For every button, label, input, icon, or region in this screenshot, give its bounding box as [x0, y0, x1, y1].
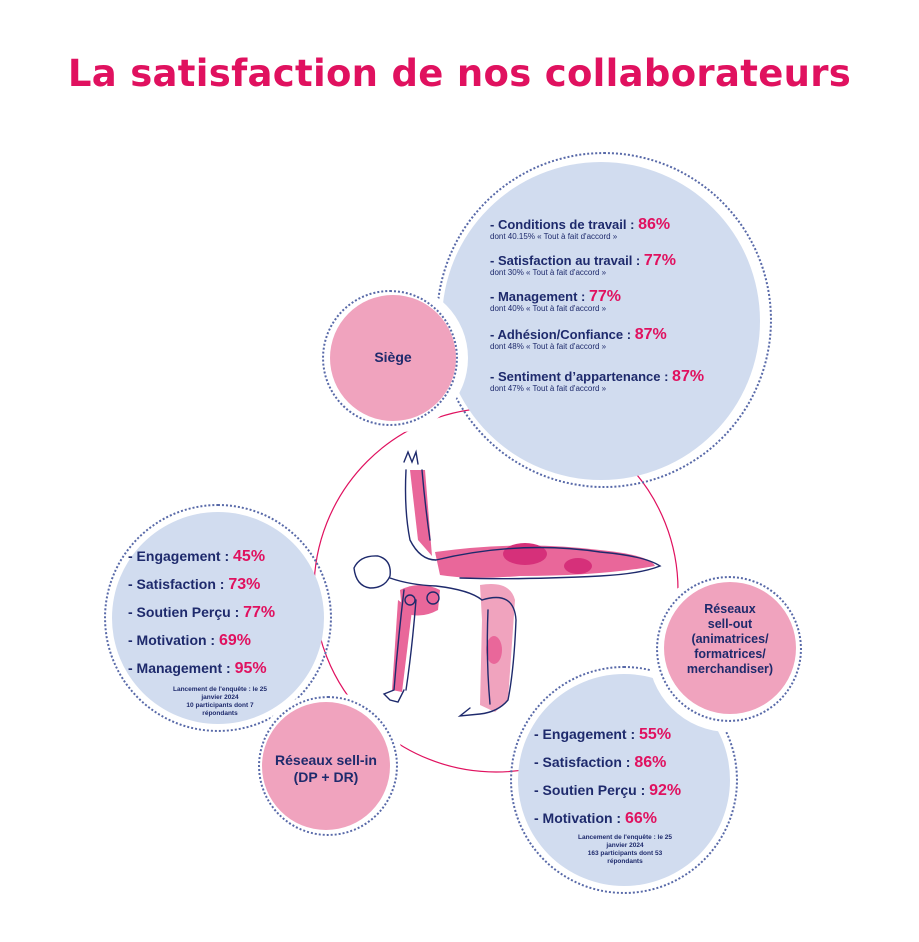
- sell-out-stat-value: 55%: [639, 726, 672, 743]
- siege-stat-detail: dont 47% « Tout à fait d'accord »: [490, 384, 607, 393]
- siege-stat-value: 86%: [638, 216, 671, 233]
- sell-in-stat-label: - Soutien Perçu :: [128, 604, 240, 620]
- sell-out-stat-label: - Satisfaction :: [534, 754, 631, 770]
- siege-stat-value: 77%: [588, 288, 621, 305]
- sell-out-stat-label: - Motivation :: [534, 810, 622, 826]
- page-title: La satisfaction de nos collaborateurs: [67, 52, 852, 95]
- siege-label: Siège: [374, 349, 412, 365]
- sell-in-stat: - Engagement : 45%: [128, 548, 265, 566]
- siege-stat: - Management : 77% dont 40% « Tout à fai…: [490, 288, 621, 314]
- sell-in-survey-note: Lancement de l'enquête : le 25 janvier 2…: [172, 686, 268, 717]
- sell-in-stat-label: - Motivation :: [128, 632, 216, 648]
- sell-in-stat-label: - Management :: [128, 660, 231, 676]
- siege-stat-detail: dont 40.15% « Tout à fait d'accord »: [490, 232, 618, 241]
- sell-in-stat: - Management : 95%: [128, 660, 267, 678]
- siege-stats-dotted-ring: [436, 152, 772, 488]
- sell-out-stat: - Satisfaction : 86%: [534, 754, 666, 772]
- sell-in-stat-value: 45%: [233, 548, 266, 565]
- siege-stat-label: - Sentiment d’appartenance :: [490, 369, 669, 384]
- siege-stat-label: - Conditions de travail :: [490, 217, 635, 232]
- sell-in-stat: - Soutien Perçu : 77%: [128, 604, 275, 622]
- sell-out-label-dotted-ring: [656, 576, 802, 722]
- sell-out-label: Réseaux sell-out (animatrices/ formatric…: [686, 602, 774, 676]
- sell-in-stat-value: 69%: [219, 632, 252, 649]
- sell-in-stat-value: 95%: [234, 660, 267, 677]
- siege-stat-detail: dont 40% « Tout à fait d'accord »: [490, 304, 607, 313]
- siege-stat: - Adhésion/Confiance : 87% dont 48% « To…: [490, 326, 667, 352]
- sell-in-stat: - Satisfaction : 73%: [128, 576, 260, 594]
- siege-stat: - Conditions de travail : 86% dont 40.15…: [490, 216, 671, 242]
- sell-out-stat: - Engagement : 55%: [534, 726, 671, 744]
- siege-stat-value: 77%: [643, 252, 676, 269]
- siege-stat-label: - Satisfaction au travail :: [490, 253, 641, 268]
- sell-in-stat-value: 77%: [243, 604, 276, 621]
- sell-out-stat: - Soutien Perçu : 92%: [534, 782, 681, 800]
- sell-in-stat-value: 73%: [228, 576, 261, 593]
- sell-out-stat-value: 66%: [625, 810, 658, 827]
- siege-stat-label: - Management :: [490, 289, 586, 304]
- sell-out-stat-value: 86%: [634, 754, 667, 771]
- sell-in-label-dotted-ring: [258, 696, 398, 836]
- sell-in-stat-label: - Engagement :: [128, 548, 230, 564]
- siege-stat-value: 87%: [672, 368, 705, 385]
- siege-stat-label: - Adhésion/Confiance :: [490, 327, 632, 342]
- siege-stat: - Sentiment d’appartenance : 87% dont 47…: [490, 368, 705, 394]
- siege-stat-detail: dont 30% « Tout à fait d'accord »: [490, 268, 607, 277]
- sell-out-stat-value: 92%: [649, 782, 682, 799]
- sell-out-stat: - Motivation : 66%: [534, 810, 657, 828]
- sell-out-stat-label: - Engagement :: [534, 726, 636, 742]
- sell-in-stat: - Motivation : 69%: [128, 632, 251, 650]
- siege-stat-value: 87%: [634, 326, 667, 343]
- sell-out-stats-dotted-ring: [510, 666, 738, 894]
- sell-in-label: Réseaux sell-in (DP + DR): [275, 752, 377, 785]
- sell-in-stat-label: - Satisfaction :: [128, 576, 225, 592]
- siege-stat: - Satisfaction au travail : 77% dont 30%…: [490, 252, 676, 278]
- siege-stat-detail: dont 48% « Tout à fait d'accord »: [490, 342, 607, 351]
- sell-out-survey-note: Lancement de l'enquête : le 25 janvier 2…: [577, 834, 673, 865]
- yoga-figure-illustration: [353, 449, 662, 717]
- siege-label-dotted-ring: [322, 290, 458, 426]
- sell-out-stat-label: - Soutien Perçu :: [534, 782, 646, 798]
- sell-in-stats-dotted-ring: [104, 504, 332, 732]
